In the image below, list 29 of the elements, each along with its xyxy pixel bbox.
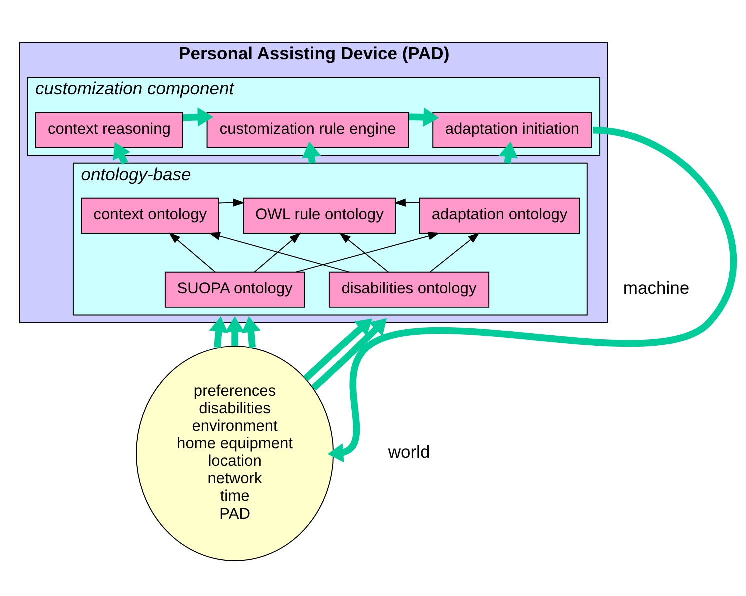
arrow: [254, 232, 302, 273]
arrow: [311, 318, 388, 391]
arrow: [168, 232, 216, 273]
arrow: [218, 198, 245, 207]
node-box: disabilities ontology: [328, 272, 490, 308]
arrow: [225, 316, 245, 346]
node-box: context reasoning: [36, 112, 184, 148]
arrow: [242, 316, 261, 348]
arrow: [302, 142, 322, 164]
arrow: [209, 316, 228, 348]
node-box: adaptation initiation: [432, 112, 592, 148]
arrow: [303, 318, 372, 382]
arrow: [394, 198, 420, 207]
node-box: context ontology: [81, 198, 220, 234]
node-box: customization rule engine: [206, 112, 410, 148]
arrow: [208, 232, 350, 273]
node-circle: preferences disabilities environment home equipment location network time PAD: [136, 346, 334, 562]
arrow: [498, 142, 518, 164]
arrow: [296, 232, 440, 273]
label: machine: [623, 278, 690, 298]
arrow: [182, 108, 214, 127]
arrow: [409, 108, 440, 127]
arrow: [113, 142, 130, 165]
node-box: SUOPA ontology: [164, 272, 306, 308]
arrow: [339, 232, 390, 273]
arrow: [430, 232, 480, 273]
node-box: adaptation ontology: [419, 198, 580, 234]
label: world: [388, 442, 430, 462]
node-box: OWL rule ontology: [243, 198, 396, 234]
